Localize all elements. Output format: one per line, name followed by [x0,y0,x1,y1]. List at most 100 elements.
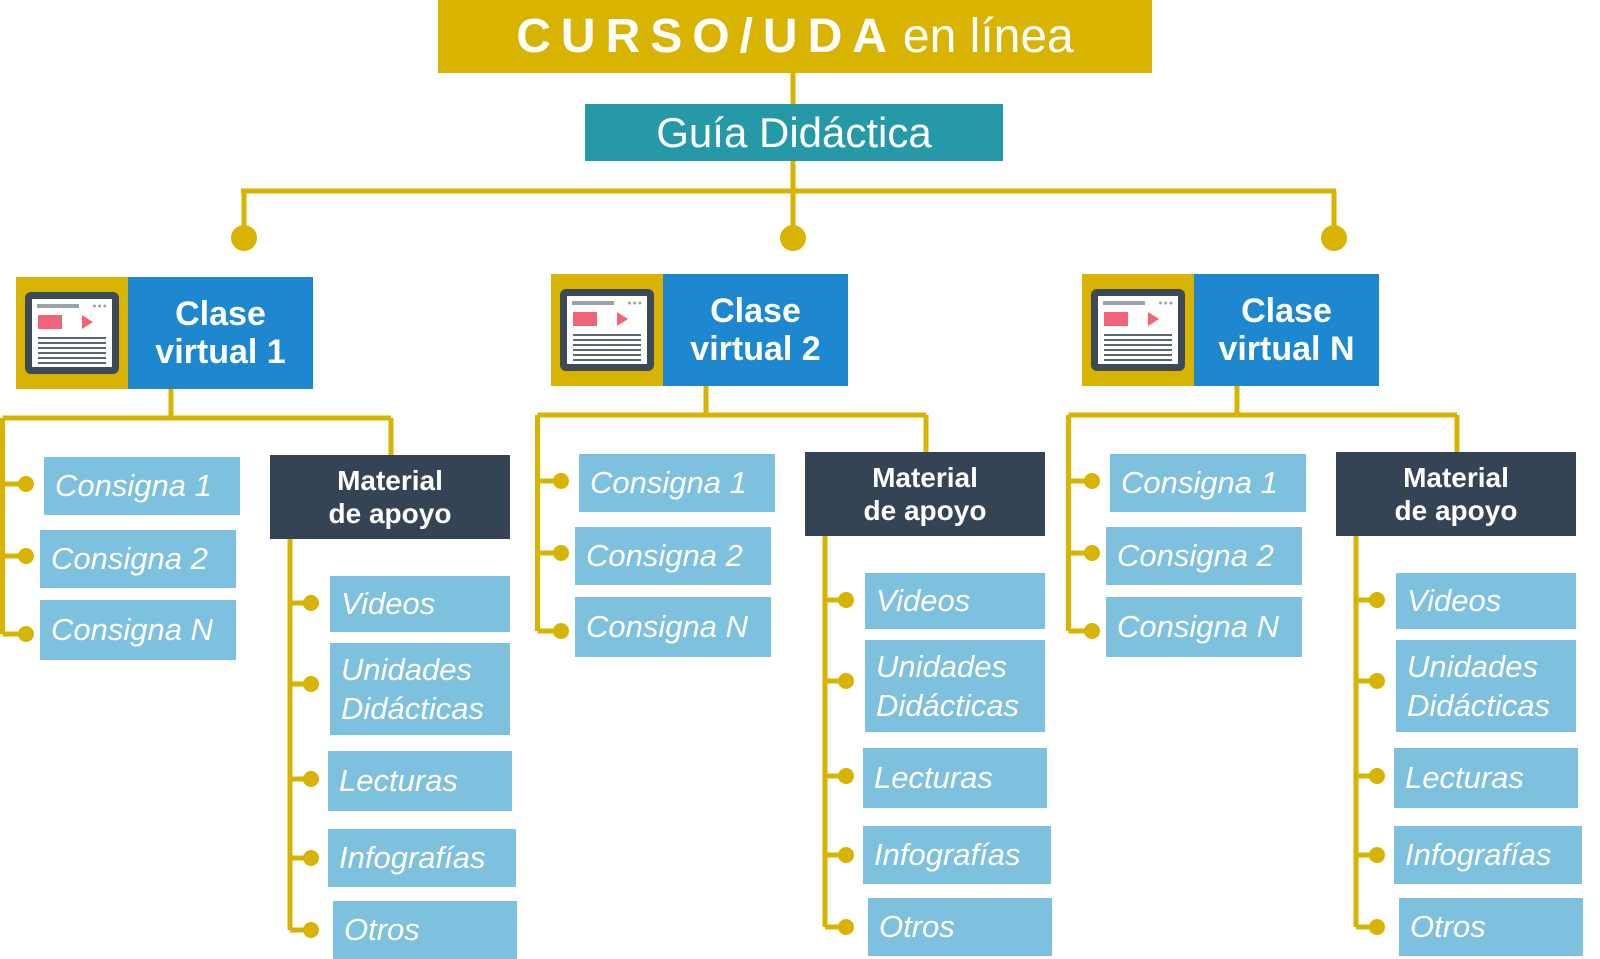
consigna-item: Consigna N [40,600,236,660]
consigna-item: Consigna 1 [44,457,240,515]
material-dot [1369,592,1385,608]
material-dot [303,922,319,938]
material-item-text: Otros [344,911,420,949]
material-item-line: Unidades [876,649,1007,684]
material-item-line: Otros [879,909,955,944]
material-item-text: Otros [879,908,955,946]
material-dot [303,676,319,692]
material-item: Videos [1396,573,1576,629]
material-item-text: Lecturas [1405,759,1524,797]
clase-virtual-line: virtual 1 [155,333,286,371]
material-item-line: Infografías [874,837,1021,872]
material-item-line: Otros [344,912,420,947]
material-item-line: Videos [1407,583,1502,618]
material-line: de apoyo [863,495,987,526]
consigna-item: Consigna 2 [40,530,236,588]
clase-icon-box: ●●● [16,277,128,389]
material-line: Material [872,462,978,493]
material-item-text: Infografías [1405,836,1551,874]
material-item-text: Infografías [339,839,485,877]
clase-virtual-line: Clase [1241,292,1332,330]
material-dot [303,850,319,866]
course-title-caps: CURSO/UDA [516,10,897,63]
material-dot [838,768,854,784]
consigna-item: Consigna N [575,597,771,657]
material-line: Material [337,465,443,496]
material-item-line: Lecturas [874,760,993,795]
consigna-dot [1084,623,1100,639]
material-item-line: Unidades [1407,649,1538,684]
material-item-text: Otros [1410,908,1486,946]
consigna-dot [1084,545,1100,561]
material-item-line: Lecturas [1405,760,1524,795]
material-item-line: Otros [1410,909,1486,944]
material-dot [303,595,319,611]
browser-window-icon: ●●● [1091,289,1185,371]
material-item-text: Videos [341,585,435,623]
clase-virtual-line: virtual N [1218,330,1355,368]
material-item-line: Infografías [1405,837,1552,872]
consigna-item: Consigna 1 [1110,454,1306,512]
material-item-line: Didácticas [1407,688,1550,723]
browser-window-icon: ●●● [560,289,654,371]
material-item-line: Videos [876,583,971,618]
material-item: Lecturas [328,751,512,811]
material-item: Otros [1399,898,1583,956]
material-item-text: Videos [876,582,970,620]
material-item: Infografías [1394,826,1582,884]
consigna-item: Consigna N [1106,597,1302,657]
clase-virtual-line: Clase [175,295,266,333]
clase-virtual-line: Clase [710,292,801,330]
material-dot [303,771,319,787]
material-item: Videos [330,576,510,632]
consigna-item: Consigna 2 [575,527,771,585]
material-dot [1369,919,1385,935]
material-line: de apoyo [1394,495,1518,526]
branch-dot [231,225,257,251]
clase-virtual-line: virtual 2 [690,330,821,368]
consigna-dot [18,476,34,492]
material-item-line: Didácticas [341,691,484,726]
material-dot [1369,768,1385,784]
consigna-item: Consigna 2 [1106,527,1302,585]
material-item: Videos [865,573,1045,629]
material-item-line: Didácticas [876,688,1019,723]
clase-icon-box: ●●● [551,274,663,386]
material-item: Lecturas [863,748,1047,808]
course-title-rest: en línea [902,10,1074,63]
material-dot [1369,673,1385,689]
material-item: Otros [333,901,517,959]
consigna-dot [1084,473,1100,489]
browser-window-icon: ●●● [25,292,119,374]
material-item-text: Lecturas [339,762,458,800]
material-item-text: Videos [1407,582,1501,620]
consigna-dot [18,548,34,564]
material-item-line: Lecturas [339,763,458,798]
material-dot [838,847,854,863]
material-item: Infografías [863,826,1051,884]
consigna-dot [553,623,569,639]
guia-didactica-box: Guía Didáctica [585,104,1003,161]
material-line: de apoyo [328,498,452,529]
material-item-text: Infografías [874,836,1020,874]
material-item-text: Lecturas [874,759,993,797]
